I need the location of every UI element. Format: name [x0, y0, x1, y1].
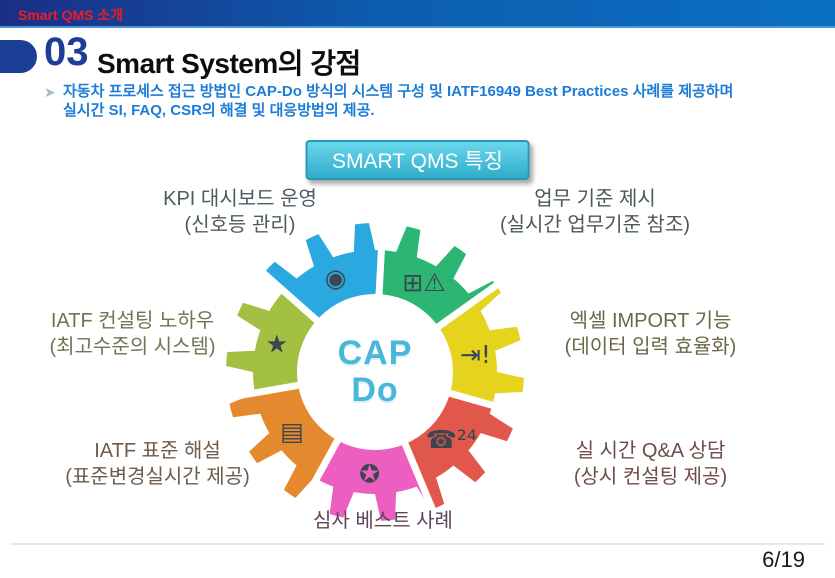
gear-center-circle: [297, 294, 453, 450]
segment-gap: [252, 263, 325, 329]
phone-24-icon: ☎²⁴: [426, 425, 477, 454]
audit-search-star-icon: ✪: [359, 459, 380, 488]
smart-qms-feature-button[interactable]: SMART QMS 특징: [305, 140, 530, 180]
feature-kpi-dashboard: KPI 대시보드 운영 (신호등 관리): [95, 186, 385, 238]
top-title-bar: Smart QMS 소개: [0, 0, 835, 28]
page-title: Smart System의 강점: [97, 48, 361, 79]
segment-gap: [216, 380, 307, 403]
gear-segment-kpi-dashboard: [240, 223, 385, 372]
segment-gap: [295, 431, 345, 515]
standards-book-icon: ▤: [280, 417, 304, 446]
arrow-bullet-icon: ➤: [44, 84, 56, 100]
feature-iatf-standard-guide: IATF 표준 해설 (표준변경실시간 제공): [30, 438, 285, 490]
feature-title: 업무 기준 제시: [534, 188, 656, 210]
feature-title: 엑셀 IMPORT 기능: [569, 310, 732, 332]
page-number: 6/19: [762, 547, 805, 572]
intro-text: 자동차 프로세스 접근 방법인 CAP-Do 방식의 시스템 구성 및 IATF…: [63, 82, 733, 120]
intro-line-2: 실시간 SI, FAQ, CSR의 해결 및 대응방법의 제공.: [63, 102, 375, 119]
feature-qa-24h: 실 시간 Q&A 상담 (상시 컨설팅 제공): [523, 438, 778, 490]
feature-title: 실 시간 Q&A 상담: [575, 440, 726, 462]
slide-deck-title: Smart QMS 소개: [18, 7, 124, 23]
gear-segment-iatf-standard-guide: [226, 372, 375, 521]
feature-title: KPI 대시보드 운영: [163, 188, 317, 210]
gear-segment-qa-24h: [375, 372, 524, 521]
segment-gap: [441, 387, 530, 420]
footer-divider: [10, 543, 825, 545]
segment-gap: [375, 212, 387, 303]
feature-title: IATF 컨설팅 노하우: [50, 310, 215, 332]
gear-segment-business-standards: [375, 223, 522, 372]
feature-subtitle: (데이터 입력 효율화): [564, 336, 737, 358]
feature-subtitle: (최고수준의 시스템): [49, 336, 216, 358]
feature-title: 심사 베스트 사례: [313, 510, 453, 532]
feature-business-standards: 업무 기준 제시 (실시간 업무기준 참조): [450, 186, 740, 238]
capdo-gear-diagram: ⊞⚠⇥!☎²⁴✪▤★◉ CAP Do: [216, 212, 530, 524]
car-star-icon: ★: [266, 330, 288, 359]
gear-wheel: ⊞⚠ ⇥! ☎²⁴ ✪ ▤ ★ ◉: [216, 212, 530, 521]
feature-title: IATF 표준 해설: [94, 440, 221, 462]
mouse-eye-icon: ◉: [325, 263, 347, 292]
feature-subtitle: (표준변경실시간 제공): [65, 466, 250, 488]
feature-consulting-knowhow: IATF 컨설팅 노하우 (최고수준의 시스템): [5, 308, 260, 360]
import-arrow-icon: ⇥!: [460, 340, 491, 369]
section-number: 03: [44, 30, 89, 74]
feature-subtitle: (상시 컨설팅 제공): [573, 466, 728, 488]
intro-line-1: 자동차 프로세스 접근 방법인 CAP-Do 방식의 시스템 구성 및 IATF…: [63, 83, 734, 100]
segment-gap: [429, 276, 508, 335]
feature-audit-best-practice: 심사 베스트 사례: [255, 508, 511, 534]
feature-subtitle: (실시간 업무기준 참조): [499, 214, 691, 236]
table-warning-icon: ⊞⚠: [402, 268, 445, 297]
feature-excel-import: 엑셀 IMPORT 기능 (데이터 입력 효율화): [523, 308, 778, 360]
segment-gap: [398, 435, 441, 521]
header-accent-shape: [0, 40, 37, 73]
feature-subtitle: (신호등 관리): [184, 214, 296, 236]
